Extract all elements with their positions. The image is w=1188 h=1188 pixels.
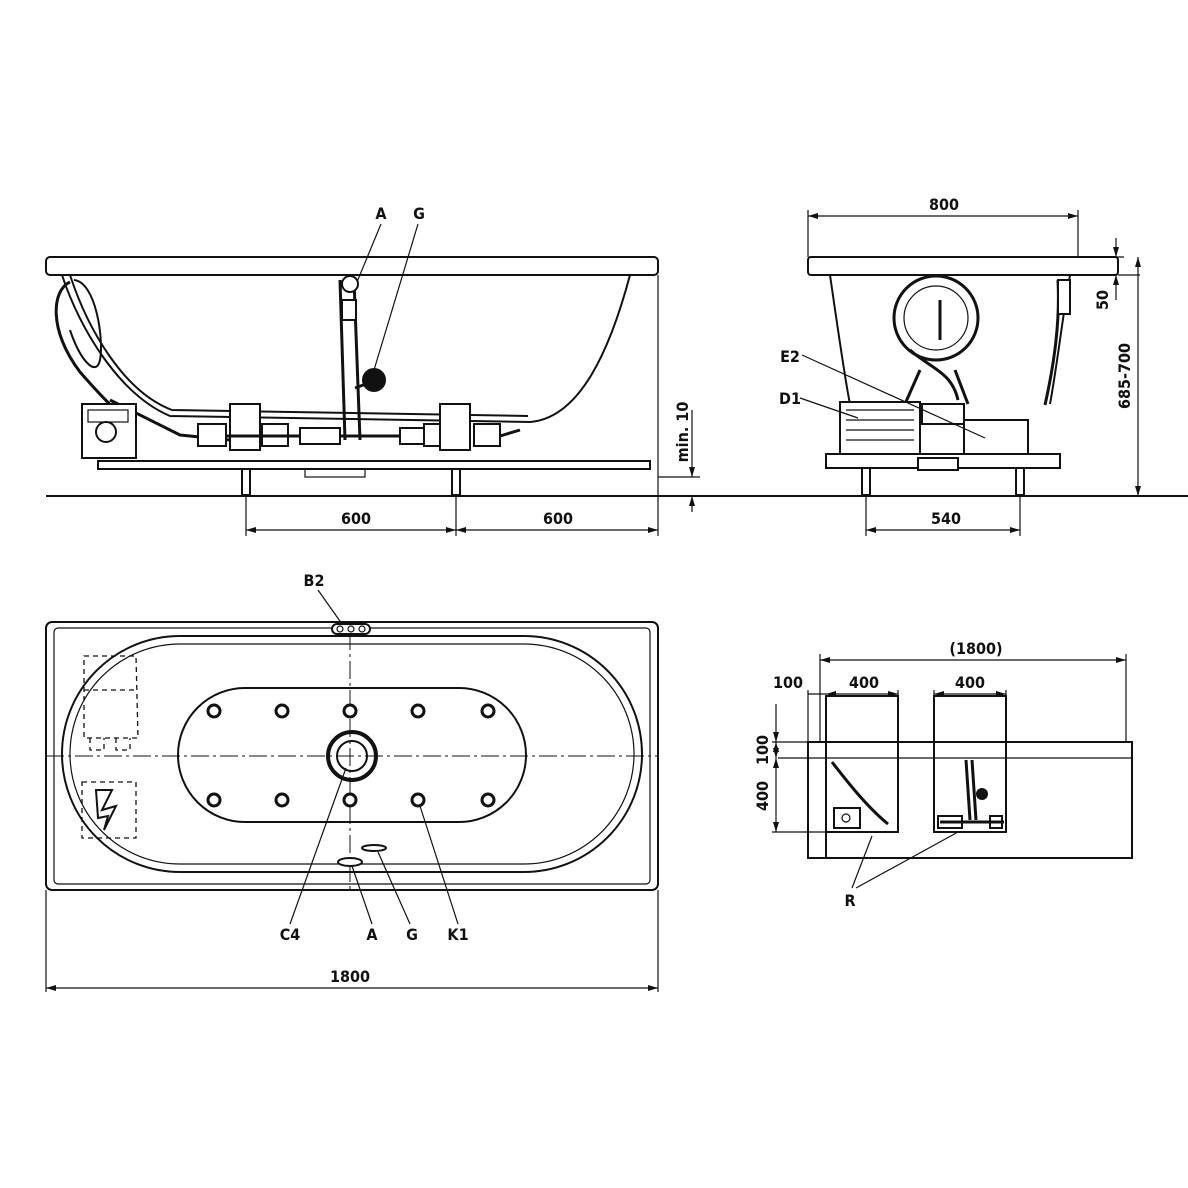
tub-rim bbox=[45, 256, 659, 276]
dim-side-685-700: 685-700 bbox=[1115, 343, 1134, 409]
side-coil-pipe bbox=[892, 274, 980, 405]
dim-side-50: 50 bbox=[1093, 290, 1112, 310]
overflow-hose bbox=[54, 280, 126, 420]
front-elevation-view: A G min. 10 600 600 bbox=[45, 204, 1188, 536]
dim-small-100-v: 100 bbox=[753, 735, 772, 765]
dim-small-400-b: 400 bbox=[955, 673, 985, 692]
label-small-r: R bbox=[844, 891, 855, 910]
label-front-a: A bbox=[375, 204, 387, 223]
electric-warning-icon bbox=[94, 789, 118, 831]
label-side-d1: D1 bbox=[779, 389, 801, 408]
label-plan-k1: K1 bbox=[447, 925, 468, 944]
side-elevation-view: E2 D1 800 50 685-700 540 bbox=[770, 195, 1150, 536]
placement-diagram: (1800) 100 400 400 100 400 R bbox=[753, 639, 1133, 910]
plan-jets bbox=[206, 703, 496, 808]
label-plan-g: G bbox=[406, 925, 418, 944]
label-min10: min. 10 bbox=[673, 402, 692, 463]
dim-small-1800: (1800) bbox=[949, 639, 1002, 658]
dim-small-400-a: 400 bbox=[849, 673, 879, 692]
adjustable-feet bbox=[241, 468, 461, 496]
g-control-knob bbox=[362, 368, 386, 392]
side-rim bbox=[807, 256, 1119, 276]
label-side-e2: E2 bbox=[780, 347, 800, 366]
dim-plan-1800: 1800 bbox=[330, 967, 370, 986]
plan-basin bbox=[61, 635, 643, 873]
plan-view: B2 C4 A G K1 1800 bbox=[45, 571, 659, 992]
placement-outline bbox=[807, 741, 1133, 859]
pump-unit bbox=[81, 403, 137, 459]
base-frame bbox=[97, 460, 651, 470]
dim-side-800: 800 bbox=[929, 195, 959, 214]
side-pump bbox=[839, 401, 921, 455]
label-plan-b2: B2 bbox=[304, 571, 325, 590]
label-plan-c4: C4 bbox=[280, 925, 301, 944]
plan-electrical-box bbox=[81, 781, 137, 839]
dim-side-540: 540 bbox=[931, 509, 961, 528]
plan-jet-field bbox=[177, 687, 527, 823]
dim-small-100-h: 100 bbox=[773, 673, 803, 692]
dim-600-right: 600 bbox=[543, 509, 573, 528]
valve-fittings bbox=[197, 403, 521, 451]
label-front-g: G bbox=[413, 204, 425, 223]
dim-600-left: 600 bbox=[341, 509, 371, 528]
label-plan-a: A bbox=[366, 925, 378, 944]
plan-drain bbox=[326, 730, 378, 782]
tub-body bbox=[61, 274, 631, 424]
dim-small-400-v: 400 bbox=[753, 781, 772, 811]
